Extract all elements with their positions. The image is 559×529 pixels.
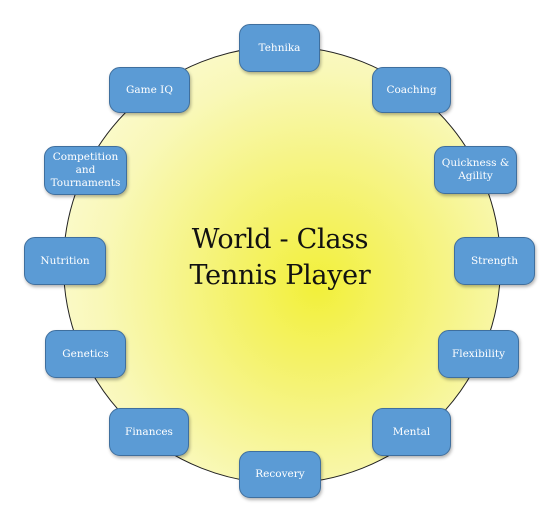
node-recovery-label: Recovery <box>255 468 305 480</box>
node-competition-label-line-1: Competition <box>52 151 119 163</box>
node-coaching-label: Coaching <box>386 83 437 96</box>
central-title-line-2: Tennis Player <box>189 260 371 291</box>
node-tehnika[interactable]: Tehnika <box>239 24 320 72</box>
node-game-iq[interactable]: Game IQ <box>109 67 190 113</box>
node-competition-label-line-2: and <box>75 164 96 176</box>
node-coaching[interactable]: Coaching <box>372 67 451 113</box>
node-mental[interactable]: Mental <box>372 408 451 456</box>
node-finances[interactable]: Finances <box>109 408 189 456</box>
central-title-line-1: World - Class <box>191 224 369 255</box>
central-title: World - Class Tennis Player <box>150 222 410 294</box>
node-genetics[interactable]: Genetics <box>45 330 126 378</box>
node-strength[interactable]: Strength <box>454 237 535 285</box>
node-genetics-label: Genetics <box>62 347 109 360</box>
node-nutrition[interactable]: Nutrition <box>24 237 106 285</box>
node-nutrition-label: Nutrition <box>40 254 90 267</box>
node-tehnika-label: Tehnika <box>258 41 301 54</box>
node-competition-tournaments[interactable]: Competition and Tournaments <box>44 146 127 195</box>
node-competition-label-line-3: Tournaments <box>50 177 121 189</box>
node-mental-label: Mental <box>392 425 431 438</box>
node-strength-label: Strength <box>470 254 519 267</box>
node-flexibility-label: Flexibility <box>451 347 506 360</box>
node-recovery[interactable]: Recovery <box>239 451 321 498</box>
node-finances-label: Finances <box>125 425 173 438</box>
node-quickness-agility-label-line-2: Agility <box>458 170 493 182</box>
node-quickness-agility[interactable]: Quickness & Agility <box>434 146 517 194</box>
node-flexibility[interactable]: Flexibility <box>438 330 519 378</box>
node-quickness-agility-label-line-1: Quickness & <box>441 157 510 169</box>
node-game-iq-label: Game IQ <box>126 83 173 96</box>
